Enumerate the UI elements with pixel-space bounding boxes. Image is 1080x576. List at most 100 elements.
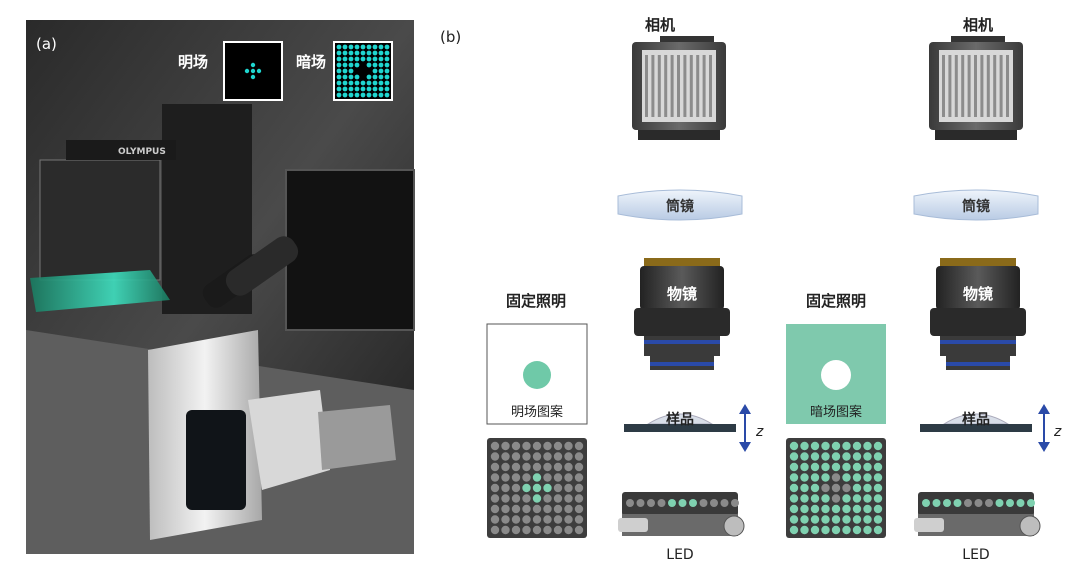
inset-dot (342, 86, 348, 92)
led-dot (490, 441, 500, 451)
led-dot (810, 515, 820, 524)
led-row-dot (985, 499, 993, 507)
led-dot (800, 462, 809, 472)
led-dot (873, 462, 883, 472)
inset-dot (378, 44, 384, 50)
led-dot (800, 515, 809, 524)
led-dot (863, 504, 872, 514)
inset-dot (378, 80, 384, 86)
led-row-dot (995, 499, 1004, 507)
dark-field-pattern-label: 暗场图案 (810, 405, 862, 420)
camera-fin (657, 55, 661, 117)
led-row-dot (964, 499, 972, 507)
camera-fin (664, 55, 668, 117)
led-dot (842, 441, 851, 451)
led-dot (543, 483, 552, 493)
led-dot (852, 483, 862, 493)
inset-dot (342, 62, 348, 68)
led-row-dot (657, 499, 666, 507)
inset-dot (336, 44, 342, 50)
led-dot (543, 452, 552, 461)
inset-dot (366, 86, 372, 92)
led-dot (553, 473, 563, 482)
led-dot (821, 473, 830, 482)
inset-dot (366, 92, 372, 98)
inset-dot (366, 44, 372, 50)
led-dot (873, 452, 883, 461)
right-sample-label: 样品 (962, 411, 990, 428)
led-dot (831, 494, 841, 503)
inset-dot (354, 80, 360, 86)
camera-fin (709, 55, 712, 117)
led-dot (831, 525, 841, 535)
inset-dot (360, 80, 366, 86)
led-dot (564, 441, 573, 451)
led-dot (532, 494, 542, 503)
camera-fin (651, 55, 655, 117)
camera-fin (670, 55, 674, 117)
led-dot (490, 504, 500, 514)
led-dot (490, 462, 500, 472)
led-dot (564, 525, 573, 535)
inset-dot (360, 86, 366, 92)
led-dot (810, 473, 820, 482)
led-dot (511, 515, 521, 524)
inset-dot (354, 50, 360, 56)
led-dot (873, 473, 883, 482)
right-led-board: LED (914, 492, 1041, 563)
inset-dot (378, 92, 384, 98)
inset-dot (348, 92, 354, 98)
left-tube-lens-label: 筒镜 (666, 198, 694, 215)
camera-fin (645, 55, 648, 117)
inset-dot (366, 56, 372, 62)
led-dot (852, 452, 862, 461)
left-z-label: z (755, 424, 764, 440)
led-row-dot (689, 499, 697, 507)
photo-side-device (318, 405, 396, 470)
led-dot (842, 525, 851, 535)
led-dot (553, 515, 563, 524)
led-dot (574, 462, 584, 472)
bright-field-dots (244, 62, 262, 80)
led-dot (800, 483, 809, 493)
inset-dot (348, 68, 354, 74)
photo-monitor (285, 169, 415, 331)
led-dot (532, 515, 542, 524)
bright-field-pattern-disk (523, 361, 551, 389)
led-dot (810, 452, 820, 461)
led-dot (522, 494, 531, 503)
inset-dot (378, 62, 384, 68)
inset-dot (336, 92, 342, 98)
led-dot (873, 515, 883, 524)
inset-dot (256, 68, 262, 74)
led-dot (574, 504, 584, 514)
camera-fin (980, 55, 984, 117)
photo-panel: OLYMPUS (26, 20, 415, 554)
left-objective-label: 物镜 (667, 285, 697, 303)
led-dot (553, 483, 563, 493)
led-dot (842, 462, 851, 472)
led-dot (522, 515, 531, 524)
camera-fin (954, 55, 958, 117)
inset-dot (348, 86, 354, 92)
led-dot (821, 504, 830, 514)
left-tube-lens: 筒镜 (617, 189, 743, 221)
led-dot (574, 473, 584, 482)
right-camera-label: 相机 (963, 16, 993, 34)
camera-fin (967, 55, 971, 117)
inset-dot (378, 86, 384, 92)
led-dot (789, 504, 799, 514)
right-objective-label: 物镜 (963, 285, 993, 303)
led-dot (789, 525, 799, 535)
camera-fin (689, 55, 693, 117)
inset-dot (336, 80, 342, 86)
led-row-dot (731, 499, 739, 507)
led-dot (522, 483, 531, 493)
inset-dot (348, 80, 354, 86)
panel-a-label: (a) (36, 35, 57, 53)
led-dot (564, 494, 573, 503)
led-dot (831, 441, 841, 451)
led-dot (501, 504, 510, 514)
led-dot (490, 525, 500, 535)
